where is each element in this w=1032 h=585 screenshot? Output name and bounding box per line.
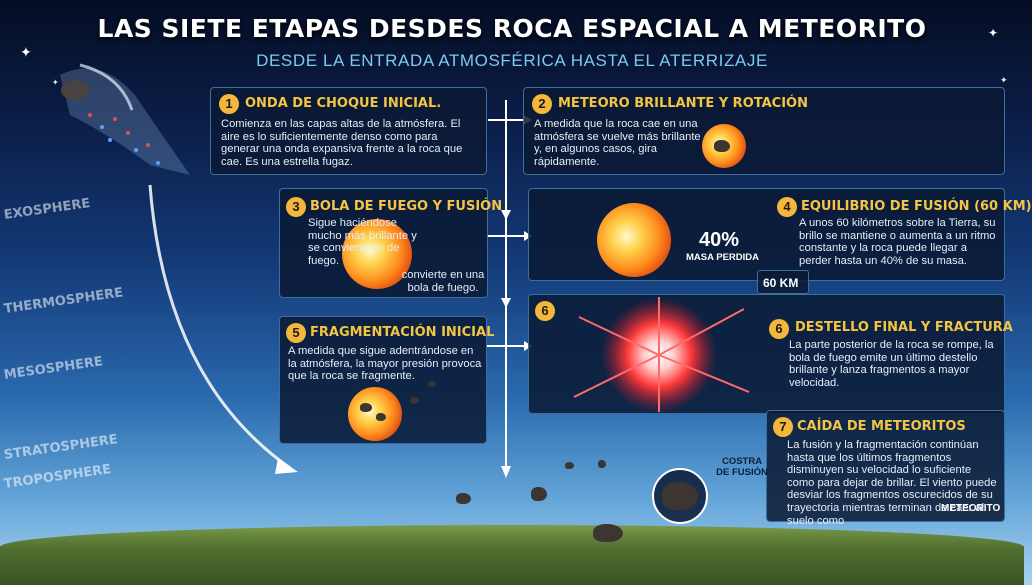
- fragment-icon: [376, 413, 386, 421]
- stage-3-card: 3 BOLA DE FUEGO Y FUSIÓN Sigue haciéndos…: [279, 188, 502, 298]
- landed-meteorite-icon: [593, 524, 623, 542]
- stage-title: DESTELLO FINAL Y FRACTURA: [795, 320, 1013, 335]
- stage-number: 6: [769, 319, 789, 339]
- stage-number: 2: [532, 94, 552, 114]
- star-icon: ✦: [20, 44, 32, 60]
- altitude-marker: 60 KM: [757, 270, 809, 294]
- fragmenting-rock-illustration: [348, 387, 402, 441]
- fusion-crust-callout: [652, 468, 708, 524]
- trajectory-arrow: [148, 184, 298, 474]
- fireball-callout: convierte en una bola de fuego.: [401, 269, 485, 294]
- fragment-icon: [428, 381, 436, 387]
- falling-fragment-icon: [531, 487, 547, 501]
- layer-label-stratosphere: STRATOSPHERE: [2, 432, 119, 463]
- ground-horizon: [0, 525, 1024, 585]
- fragment-icon: [360, 403, 372, 412]
- stage-number: 6: [535, 301, 555, 321]
- stage-text: La parte posterior de la roca se rompe, …: [789, 339, 994, 389]
- star-icon: ✦: [52, 78, 59, 87]
- page-title: LAS SIETE ETAPAS DESDES ROCA ESPACIAL A …: [97, 14, 927, 43]
- stage-4-card: 40% MASA PERDIDA 4 EQUILIBRIO DE FUSIÓN …: [528, 188, 1032, 281]
- stage-title: FRAGMENTACIÓN INICIAL: [310, 325, 495, 340]
- stage-title: METEORO BRILLANTE Y ROTACIÓN: [558, 96, 808, 111]
- entry-rock-illustration: [60, 63, 190, 175]
- stage-text: A medida que sigue adentrándose en la at…: [288, 345, 482, 383]
- layer-label-troposphere: TROPOSPHERE: [2, 462, 113, 492]
- falling-fragment-icon: [456, 493, 471, 504]
- fragment-icon: [410, 397, 419, 404]
- star-icon: ✦: [1000, 75, 1008, 85]
- falling-fragment-icon: [598, 460, 606, 468]
- stage-title: EQUILIBRIO DE FUSIÓN (60 KM): [801, 199, 1032, 214]
- stage-title: ONDA DE CHOQUE INICIAL.: [245, 96, 442, 111]
- stage-number: 3: [286, 197, 306, 217]
- falling-fragment-icon: [565, 462, 574, 469]
- mass-lost-label: MASA PERDIDA: [686, 252, 760, 263]
- altitude-label: 60 KM: [763, 276, 799, 290]
- stage-number: 1: [219, 94, 239, 114]
- page-subtitle: DESDE LA ENTRADA ATMOSFÉRICA HASTA EL AT…: [256, 51, 768, 70]
- stage-text: A medida que la roca cae en una atmósfer…: [534, 118, 701, 168]
- stage-title: CAÍDA DE METEORITOS: [797, 419, 966, 434]
- stage-6-card: 6 6 DESTELLO FINAL Y FRACTURA La parte p…: [528, 294, 1013, 414]
- stage-7-card: 7 CAÍDA DE METEORITOS La fusión y la fra…: [766, 410, 1005, 527]
- mass-lost-value: 40%: [699, 229, 740, 251]
- stage-5-card: 5 FRAGMENTACIÓN INICIAL A medida que sig…: [279, 316, 494, 444]
- large-fireball-illustration: [597, 203, 671, 277]
- star-icon: ✦: [988, 26, 999, 40]
- stage-2-card: 2 METEORO BRILLANTE Y ROTACIÓN A medida …: [523, 87, 1005, 175]
- layer-label-mesosphere: MESOSPHERE: [2, 354, 104, 383]
- stage-1-card: 1 ONDA DE CHOQUE INICIAL. Comienza en la…: [210, 87, 487, 175]
- stage-number: 5: [286, 323, 306, 343]
- meteorite-label: METEORITO: [941, 503, 1001, 514]
- fusion-crust-label: COSTRA DE FUSIÓN: [716, 456, 768, 478]
- meteorite-icon: [662, 482, 698, 510]
- stage-title: BOLA DE FUEGO Y FUSIÓN: [310, 199, 503, 214]
- fireball-illustration: [342, 219, 412, 289]
- stage-text: Comienza en las capas altas de la atmósf…: [221, 118, 463, 168]
- stage-text: La fusión y la fragmentación continúan h…: [787, 439, 997, 527]
- explosion-flash-illustration: [573, 297, 750, 413]
- stage-text: Sigue haciéndose mucho más brillante y s…: [308, 217, 417, 267]
- layer-label-thermosphere: THERMOSPHERE: [2, 285, 125, 317]
- rock-icon: [714, 140, 730, 152]
- stage-number: 4: [777, 197, 797, 217]
- stage-number: 7: [773, 417, 793, 437]
- stage-text: A unos 60 kilómetros sobre la Tierra, su…: [799, 217, 996, 267]
